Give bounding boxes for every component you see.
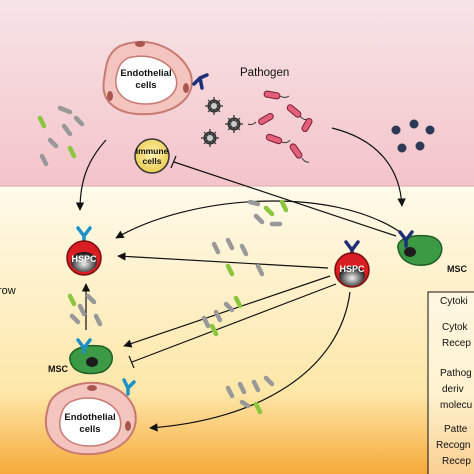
msc-bottom-label: MSC bbox=[48, 364, 69, 374]
bacterium-icon bbox=[286, 104, 309, 121]
legend-item: deriv bbox=[442, 384, 464, 395]
legend-item: Cytoki bbox=[440, 296, 468, 307]
endothelial-cells-top: Endothelial cells bbox=[102, 40, 193, 116]
arrow-hspc-center-to-endothelial-bottom bbox=[149, 291, 351, 432]
arrow-hspc-center-to-msc-bottom bbox=[123, 275, 331, 348]
legend-item: Patte bbox=[444, 424, 468, 435]
msc-right: MSC bbox=[397, 230, 468, 274]
hspc-center-label: HSPC bbox=[339, 264, 365, 274]
immune-label-2: cells bbox=[143, 156, 162, 166]
msc-bottom: MSC bbox=[48, 338, 113, 375]
cytokine-molecules-marrow bbox=[67, 199, 289, 415]
msc-right-label: MSC bbox=[447, 264, 468, 274]
legend-item: Pathog bbox=[440, 368, 472, 379]
receptor-icon bbox=[192, 73, 209, 90]
endothelial-bottom-label-1: Endothelial bbox=[64, 412, 115, 423]
arrow-hspc-center-to-left bbox=[117, 252, 329, 269]
endothelial-top-label-1: Endothelial bbox=[120, 68, 171, 79]
legend-item: Cytok bbox=[442, 322, 469, 333]
arrow-to-msc-right bbox=[331, 127, 406, 207]
hspc-left-label: HSPC bbox=[71, 254, 97, 264]
virus-icon bbox=[201, 129, 219, 147]
bone-marrow-partial-label: row bbox=[0, 285, 16, 297]
inhibition-line bbox=[170, 155, 397, 237]
pathogen-label: Pathogen bbox=[240, 67, 289, 79]
blood-compartment bbox=[0, 0, 474, 186]
legend-item: molecu bbox=[440, 400, 472, 411]
virus-icon bbox=[225, 115, 243, 133]
hspc-center: HSPC bbox=[334, 240, 370, 288]
legend-item: Recep bbox=[442, 456, 471, 467]
pamp-molecules bbox=[391, 119, 435, 153]
immune-cells: Immune cells bbox=[134, 138, 170, 174]
immune-label-1: Immune bbox=[136, 146, 169, 156]
cytokine-molecules-top-left bbox=[37, 105, 85, 167]
bacterium-icon bbox=[247, 113, 274, 126]
endothelial-bottom-label-2: cells bbox=[79, 424, 100, 435]
bacterium-icon bbox=[263, 90, 290, 100]
hspc-left: HSPC bbox=[66, 226, 102, 276]
bacterium-icon bbox=[301, 118, 313, 132]
endothelial-cells-bottom: Endothelial cells bbox=[44, 378, 137, 456]
bacteria-cluster bbox=[247, 90, 313, 163]
legend-item: Recogn bbox=[436, 440, 470, 451]
virus-icon bbox=[205, 97, 223, 115]
bacterium-icon bbox=[265, 133, 291, 145]
inhibition-to-endothelial-bottom bbox=[128, 283, 337, 369]
legend-item: Recep bbox=[442, 338, 471, 349]
legend-box: Cytoki Cytok Recep Pathog deriv molecu P… bbox=[427, 291, 474, 474]
bacterium-icon bbox=[289, 143, 310, 163]
arrow-to-hspc-left bbox=[75, 139, 107, 211]
arrow-msc-to-hspc-left bbox=[115, 200, 401, 239]
endothelial-top-label-2: cells bbox=[135, 80, 156, 91]
